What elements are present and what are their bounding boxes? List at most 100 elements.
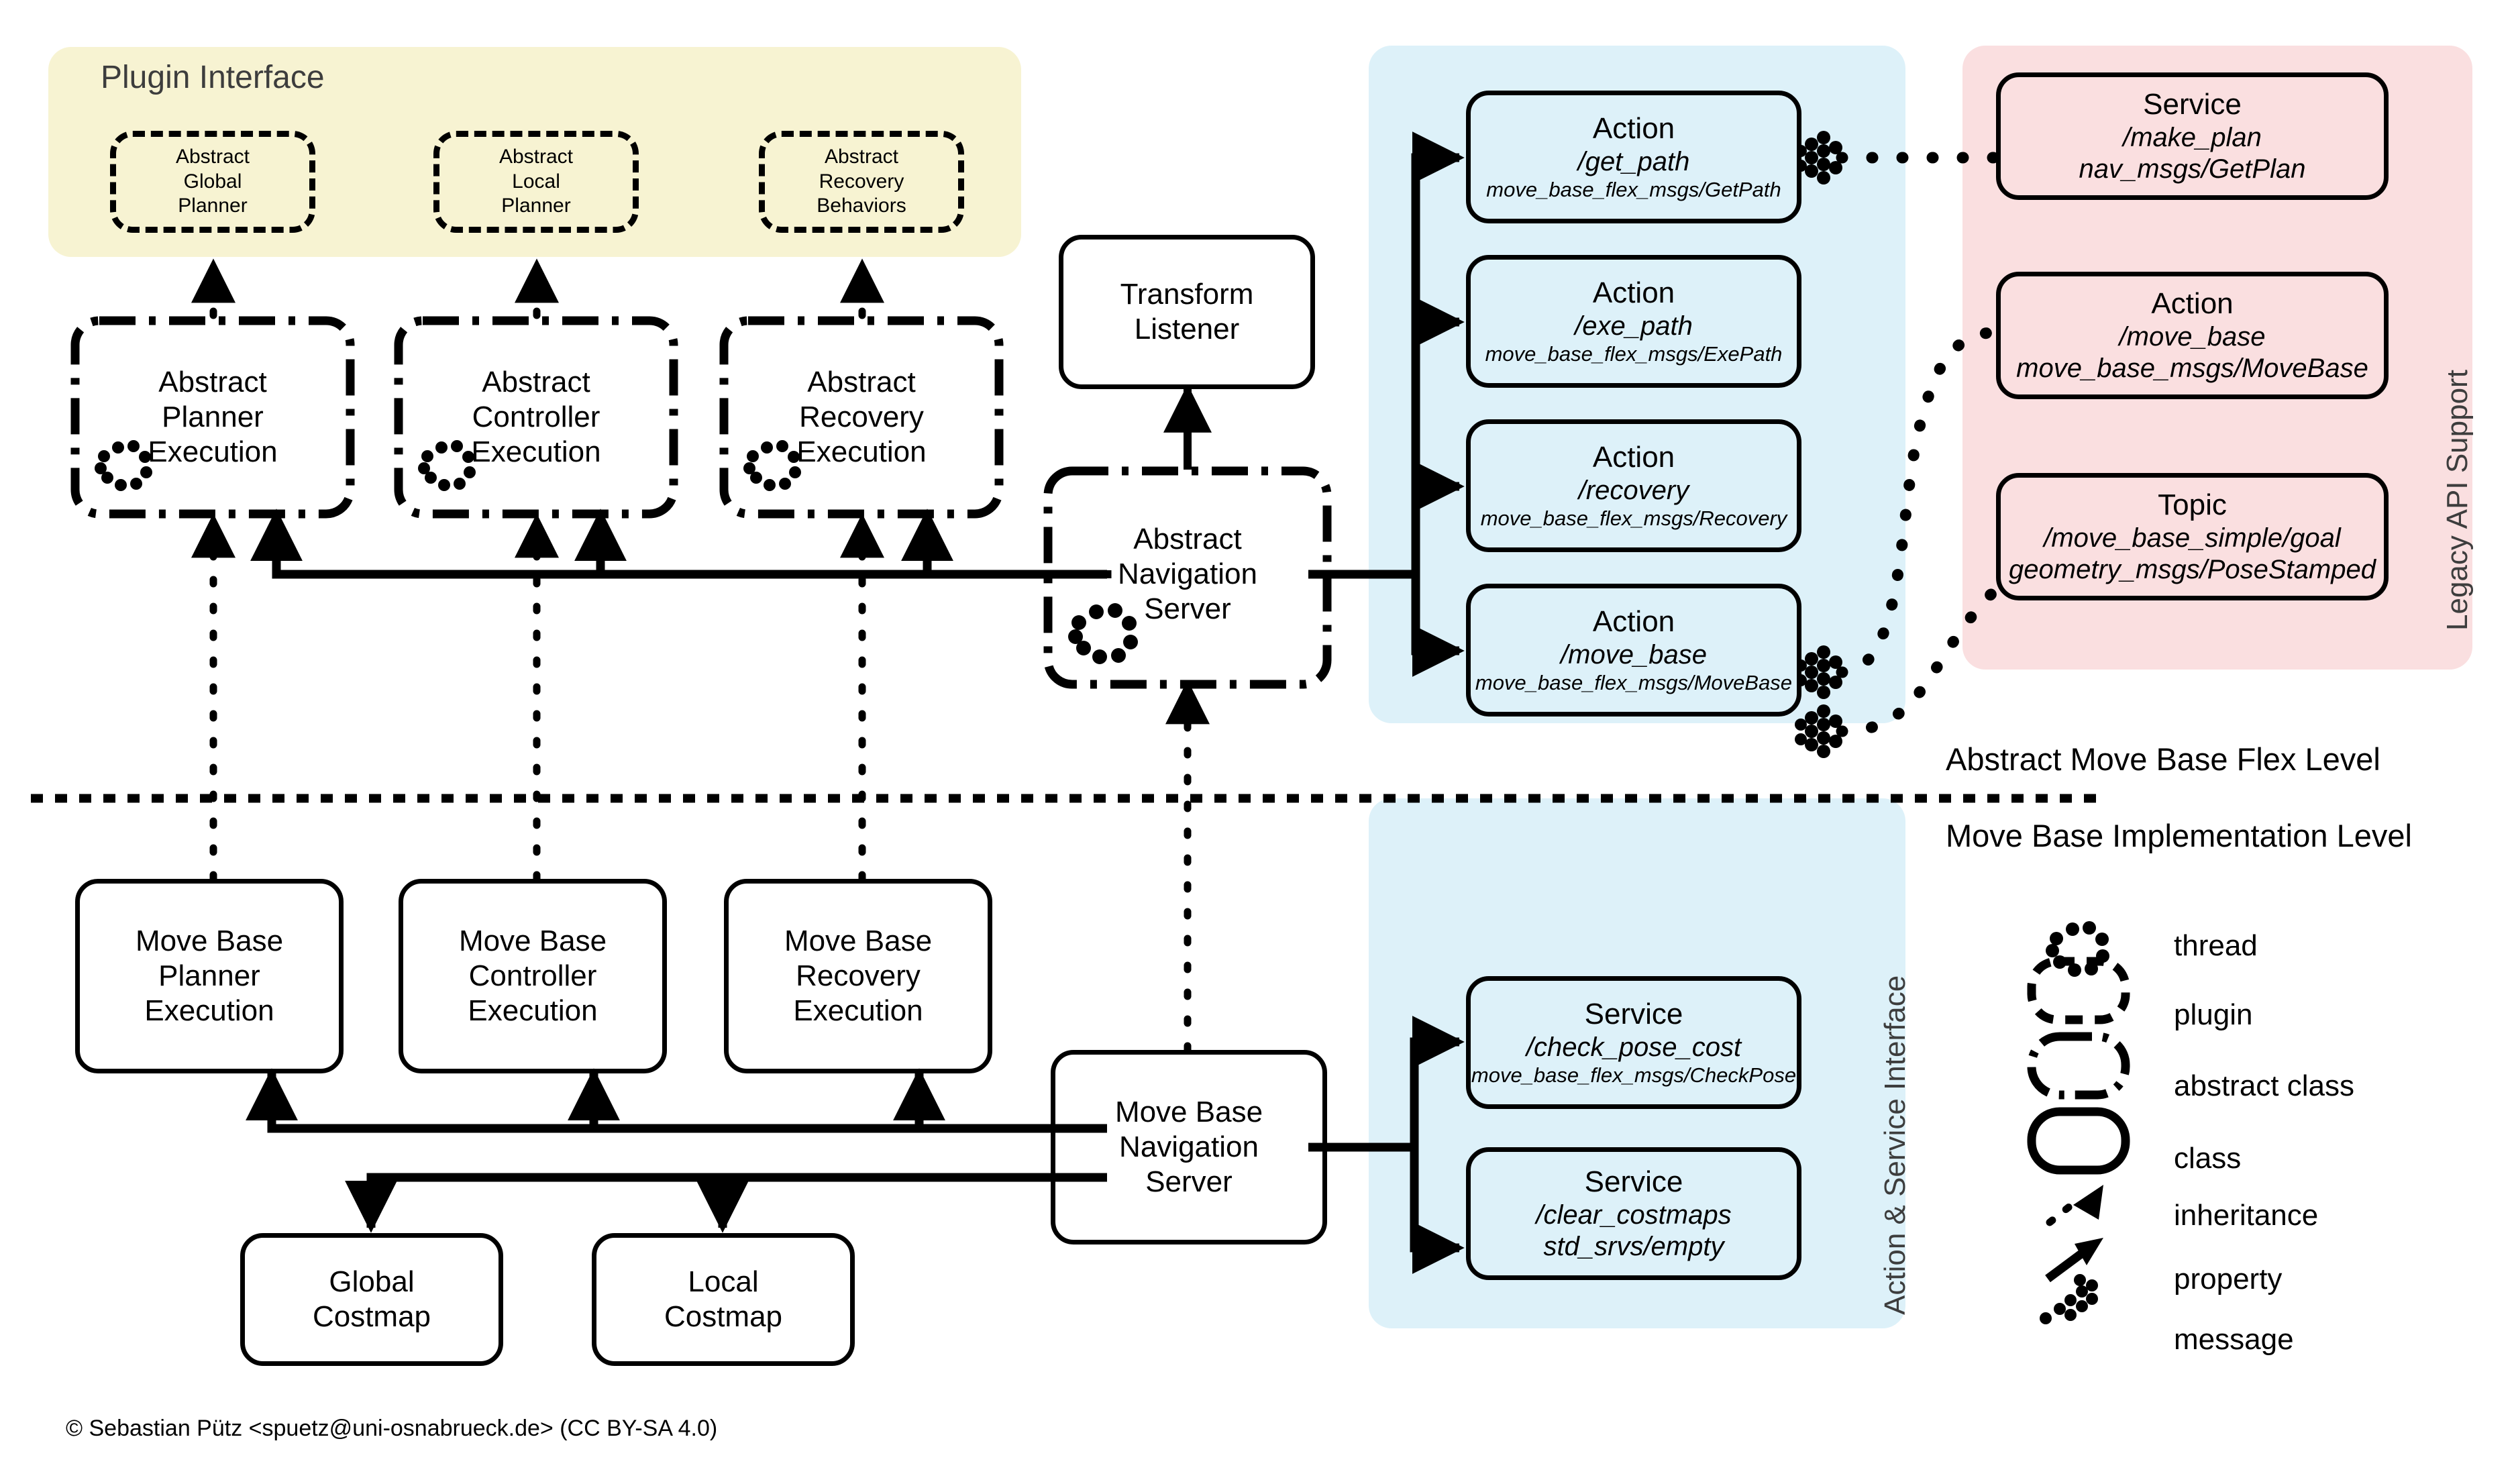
legend-label-plugin: plugin	[2174, 998, 2253, 1031]
abstract-controller-execution[interactable]: Abstract Controller Execution	[399, 321, 674, 514]
action-type: move_base_flex_msgs/ExePath	[1485, 342, 1783, 366]
service-type: std_srvs/empty	[1543, 1231, 1724, 1261]
service-name: /check_pose_cost	[1526, 1032, 1742, 1063]
node-label-line: Execution	[144, 994, 274, 1027]
inheritance-icon	[2046, 1185, 2103, 1226]
action-get-path[interactable]: Action /get_path move_base_flex_msgs/Get…	[1466, 91, 1801, 223]
node-label-line: Execution	[793, 994, 923, 1027]
action-exe-path[interactable]: Action /exe_path move_base_flex_msgs/Exe…	[1466, 255, 1801, 388]
action-name: /recovery	[1578, 476, 1689, 506]
action-type: move_base_flex_msgs/Recovery	[1480, 507, 1787, 531]
action-name: /move_base	[1561, 640, 1707, 670]
thread-icon	[2046, 921, 2109, 977]
plugin-label-line: Global	[183, 170, 242, 193]
plugin-label-line: Abstract	[499, 146, 574, 168]
credit-line: © Sebastian Pütz <spuetz@uni-osnabrueck.…	[66, 1416, 718, 1441]
action-name: /get_path	[1577, 147, 1690, 177]
action-kind: Action	[1592, 605, 1675, 639]
node-label-line: Execution	[471, 435, 601, 468]
legend-label-message: message	[2174, 1323, 2294, 1356]
global-costmap[interactable]: Global Costmap	[240, 1233, 503, 1366]
panel-legacy-api-support-label: Legacy API Support	[2441, 370, 2474, 631]
plugin-abstract-global-planner[interactable]: Abstract Global Planner	[110, 131, 315, 233]
panel-plugin-interface	[48, 47, 1021, 257]
node-label-line: Abstract	[1133, 523, 1242, 556]
node-label-line: Execution	[148, 435, 278, 468]
plugin-abstract-local-planner[interactable]: Abstract Local Planner	[433, 131, 639, 233]
local-costmap[interactable]: Local Costmap	[592, 1233, 855, 1366]
node-label-line: Navigation	[1119, 1130, 1259, 1164]
abstract-recovery-execution[interactable]: Abstract Recovery Execution	[724, 321, 999, 514]
move-base-controller-execution[interactable]: Move Base Controller Execution	[399, 879, 667, 1073]
legacy-kind: Action	[2151, 286, 2234, 320]
plugin-label-line: Local	[512, 170, 560, 193]
service-clear-costmaps[interactable]: Service /clear_costmaps std_srvs/empty	[1466, 1147, 1801, 1280]
action-kind: Action	[1592, 112, 1675, 146]
class-icon	[2027, 1107, 2130, 1175]
move-base-navigation-server[interactable]: Move Base Navigation Server	[1051, 1050, 1327, 1244]
node-label-line: Planner	[162, 401, 264, 434]
node-label-line: Costmap	[664, 1300, 783, 1333]
legend-label-property: property	[2174, 1263, 2283, 1295]
node-label-line: Move Base	[784, 924, 933, 958]
node-label-line: Abstract	[158, 366, 267, 399]
property-icon	[2045, 1238, 2103, 1283]
panel-plugin-interface-label: Plugin Interface	[101, 60, 325, 95]
legacy-kind: Topic	[2158, 488, 2227, 521]
action-type: move_base_flex_msgs/GetPath	[1486, 178, 1781, 202]
legacy-type: geometry_msgs/PoseStamped	[2009, 554, 2376, 584]
abstract-navigation-server[interactable]: Abstract Navigation Server	[1048, 471, 1327, 684]
plugin-label-line: Abstract	[175, 146, 250, 168]
node-label-line: Abstract	[807, 366, 916, 399]
move-base-recovery-execution[interactable]: Move Base Recovery Execution	[724, 879, 992, 1073]
level-label-upper: Abstract Move Base Flex Level	[1946, 741, 2380, 777]
action-kind: Action	[1592, 441, 1675, 474]
legacy-type: move_base_msgs/MoveBase	[2016, 353, 2368, 383]
node-label-line: Local	[688, 1265, 759, 1299]
node-label-line: Move Base	[1114, 1096, 1263, 1129]
legacy-name: /move_base_simple/goal	[2044, 523, 2341, 553]
legacy-type: nav_msgs/GetPlan	[2079, 154, 2306, 184]
node-label-line: Server	[1144, 592, 1231, 625]
action-recovery[interactable]: Action /recovery move_base_flex_msgs/Rec…	[1466, 419, 1801, 552]
service-kind: Service	[1584, 1165, 1683, 1198]
node-label-line: Server	[1145, 1165, 1233, 1198]
legacy-action-move-base[interactable]: Action /move_base move_base_msgs/MoveBas…	[1996, 272, 2389, 399]
action-type: move_base_flex_msgs/MoveBase	[1475, 671, 1793, 695]
node-label-line: Planner	[158, 959, 260, 993]
abstract-planner-execution[interactable]: Abstract Planner Execution	[75, 321, 350, 514]
transform-listener[interactable]: Transform Listener	[1059, 235, 1315, 389]
node-label-line: Controller	[472, 401, 600, 434]
plugin-label-line: Recovery	[819, 170, 904, 193]
plugin-icon	[2027, 957, 2130, 1024]
node-label-line: Costmap	[312, 1300, 431, 1333]
legacy-topic-move-base-simple-goal[interactable]: Topic /move_base_simple/goal geometry_ms…	[1996, 473, 2389, 600]
service-check-pose-cost[interactable]: Service /check_pose_cost move_base_flex_…	[1466, 976, 1801, 1109]
node-label-line: Global	[329, 1265, 415, 1299]
legend-label-class: class	[2174, 1142, 2242, 1175]
node-label-line: Abstract	[482, 366, 590, 399]
service-kind: Service	[1584, 998, 1683, 1031]
node-label-line: Recovery	[799, 401, 924, 434]
action-name: /exe_path	[1575, 311, 1693, 341]
legacy-name: /make_plan	[2123, 122, 2262, 152]
plugin-label-line: Abstract	[824, 146, 899, 168]
node-label-line: Execution	[468, 994, 598, 1027]
move-base-planner-execution[interactable]: Move Base Planner Execution	[75, 879, 344, 1073]
legacy-kind: Service	[2143, 87, 2242, 121]
node-label-line: Move Base	[135, 924, 284, 958]
plugin-label-line: Planner	[501, 195, 571, 217]
level-label-lower: Move Base Implementation Level	[1946, 818, 2412, 853]
action-move-base[interactable]: Action /move_base move_base_flex_msgs/Mo…	[1466, 584, 1801, 717]
node-label-line: Move Base	[458, 924, 607, 958]
node-label-line: Recovery	[796, 959, 921, 993]
node-label-line: Controller	[468, 959, 597, 993]
plugin-abstract-recovery-behaviors[interactable]: Abstract Recovery Behaviors	[759, 131, 964, 233]
node-label-line: Transform	[1120, 278, 1254, 311]
legend-label-inheritance: inheritance	[2174, 1199, 2319, 1232]
legacy-service-make-plan[interactable]: Service /make_plan nav_msgs/GetPlan	[1996, 72, 2389, 200]
plugin-label-line: Behaviors	[817, 195, 906, 217]
service-type: move_base_flex_msgs/CheckPose	[1471, 1063, 1797, 1088]
service-name: /clear_costmaps	[1536, 1200, 1732, 1230]
abstract-class-icon	[2027, 1032, 2130, 1100]
